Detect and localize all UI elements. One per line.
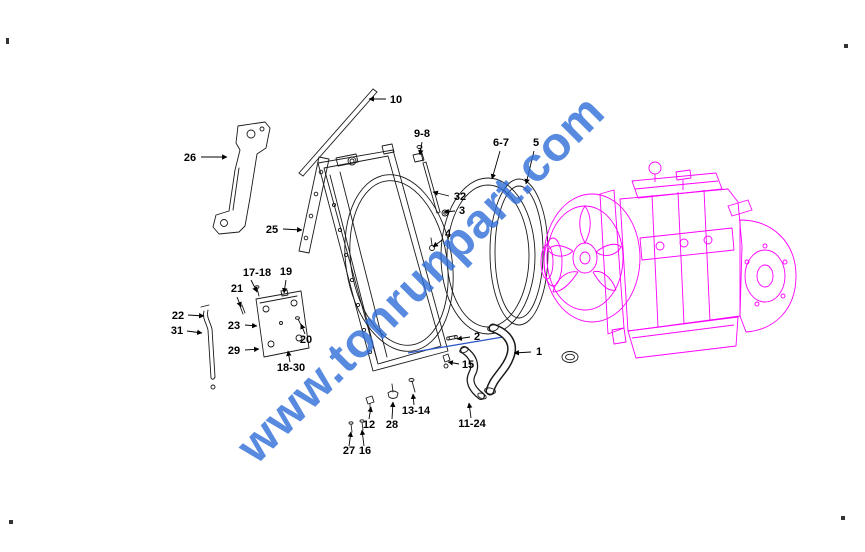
leader-line-21 <box>236 296 242 308</box>
leader-line-28 <box>390 401 396 420</box>
part-label-29: 29 <box>228 345 240 357</box>
bolts-27-16 <box>348 419 365 433</box>
part-label-6-7: 6-7 <box>493 137 509 149</box>
part-label-16: 16 <box>359 445 371 457</box>
part-label-22: 22 <box>172 310 184 322</box>
part-label-19: 19 <box>280 266 292 278</box>
spacer-ring <box>489 178 549 326</box>
tie-rod <box>422 161 441 214</box>
upper-hose <box>484 323 517 396</box>
leader-line-2 <box>456 335 471 341</box>
radiator-assembly-drawing <box>200 88 579 433</box>
bracket-12 <box>365 395 375 411</box>
shroud-opening <box>344 174 454 352</box>
leader-line-15 <box>447 360 460 366</box>
exhaust-outlet <box>727 199 753 217</box>
oil-pan <box>627 316 739 359</box>
corner-mark-top-left <box>6 38 9 44</box>
part-label-27: 27 <box>343 445 355 457</box>
leader-line-18-30 <box>286 350 292 363</box>
part-label-26: 26 <box>184 152 196 164</box>
leader-line-25 <box>282 227 303 233</box>
part-label-13-14: 13-14 <box>402 405 431 417</box>
fan-ring <box>440 177 549 335</box>
leader-line-32 <box>432 190 450 197</box>
part-label-10: 10 <box>390 94 402 106</box>
leader-line-13-14 <box>410 393 417 406</box>
filler-tube <box>200 304 216 390</box>
leader-line-31 <box>186 329 203 336</box>
leader-line-17-18 <box>250 279 258 293</box>
part-label-21: 21 <box>231 283 243 295</box>
fitting-15 <box>442 353 451 369</box>
mounting-plate-cluster <box>239 285 310 358</box>
drain-plug <box>387 383 399 399</box>
lower-hose <box>459 346 487 400</box>
part-label-18-30: 18-30 <box>277 362 305 374</box>
leader-line-6-7 <box>490 150 501 180</box>
clamp-ring <box>561 351 579 363</box>
part-label-2: 2 <box>474 331 480 343</box>
leader-line-3 <box>443 208 456 215</box>
leader-line-16 <box>359 429 366 447</box>
part-label-11-24: 11-24 <box>458 418 486 430</box>
part-label-25: 25 <box>266 224 278 236</box>
part-label-31: 31 <box>171 325 183 337</box>
part-label-20: 20 <box>300 334 312 346</box>
engine-mount <box>611 327 627 345</box>
part-label-9-8: 9-8 <box>414 128 430 140</box>
leader-line-29 <box>244 346 260 353</box>
bolt-13-14 <box>408 378 416 393</box>
part-label-3: 3 <box>459 205 465 217</box>
oil-filler-cap <box>648 161 662 175</box>
part-label-4: 4 <box>445 228 452 240</box>
engine-drawing <box>540 161 797 359</box>
intake-manifold <box>639 227 735 261</box>
leader-line-22 <box>187 312 205 319</box>
side-frame <box>298 156 330 254</box>
leader-line-5 <box>524 150 535 185</box>
upper-bracket <box>212 121 271 235</box>
radiator-core <box>317 143 454 372</box>
part-label-32: 32 <box>454 191 466 203</box>
part-label-28: 28 <box>386 419 398 431</box>
overflow-pipe <box>298 88 378 177</box>
leader-line-9-8 <box>418 141 424 156</box>
leader-line-20 <box>300 323 306 335</box>
bolt-17-18 <box>256 287 260 297</box>
fan <box>546 205 624 311</box>
plug-4 <box>429 237 435 251</box>
part-label-5: 5 <box>533 137 539 149</box>
part-label-12: 12 <box>363 419 375 431</box>
corner-mark-bottom-left <box>9 520 13 524</box>
leader-line-4 <box>432 239 443 248</box>
leader-line-1 <box>513 350 532 356</box>
leader-line-12 <box>367 406 373 420</box>
corner-mark-bottom-right <box>841 516 845 520</box>
leader-line-27 <box>347 431 353 447</box>
part-label-15: 15 <box>462 359 474 371</box>
valve-cover <box>631 172 723 199</box>
leader-line-19 <box>282 279 288 294</box>
flywheel-housing <box>739 219 797 333</box>
leader-line-23 <box>244 322 258 329</box>
part-label-17-18: 17-18 <box>243 267 271 279</box>
pipe-2 <box>407 334 504 354</box>
corner-mark-top-right <box>844 44 848 48</box>
part-label-1: 1 <box>536 346 542 358</box>
fan-shroud-ring <box>543 193 641 323</box>
part-label-23: 23 <box>228 320 240 332</box>
crank-pulley <box>543 237 563 287</box>
breather <box>675 169 692 181</box>
leader-line-11-24 <box>466 402 473 419</box>
